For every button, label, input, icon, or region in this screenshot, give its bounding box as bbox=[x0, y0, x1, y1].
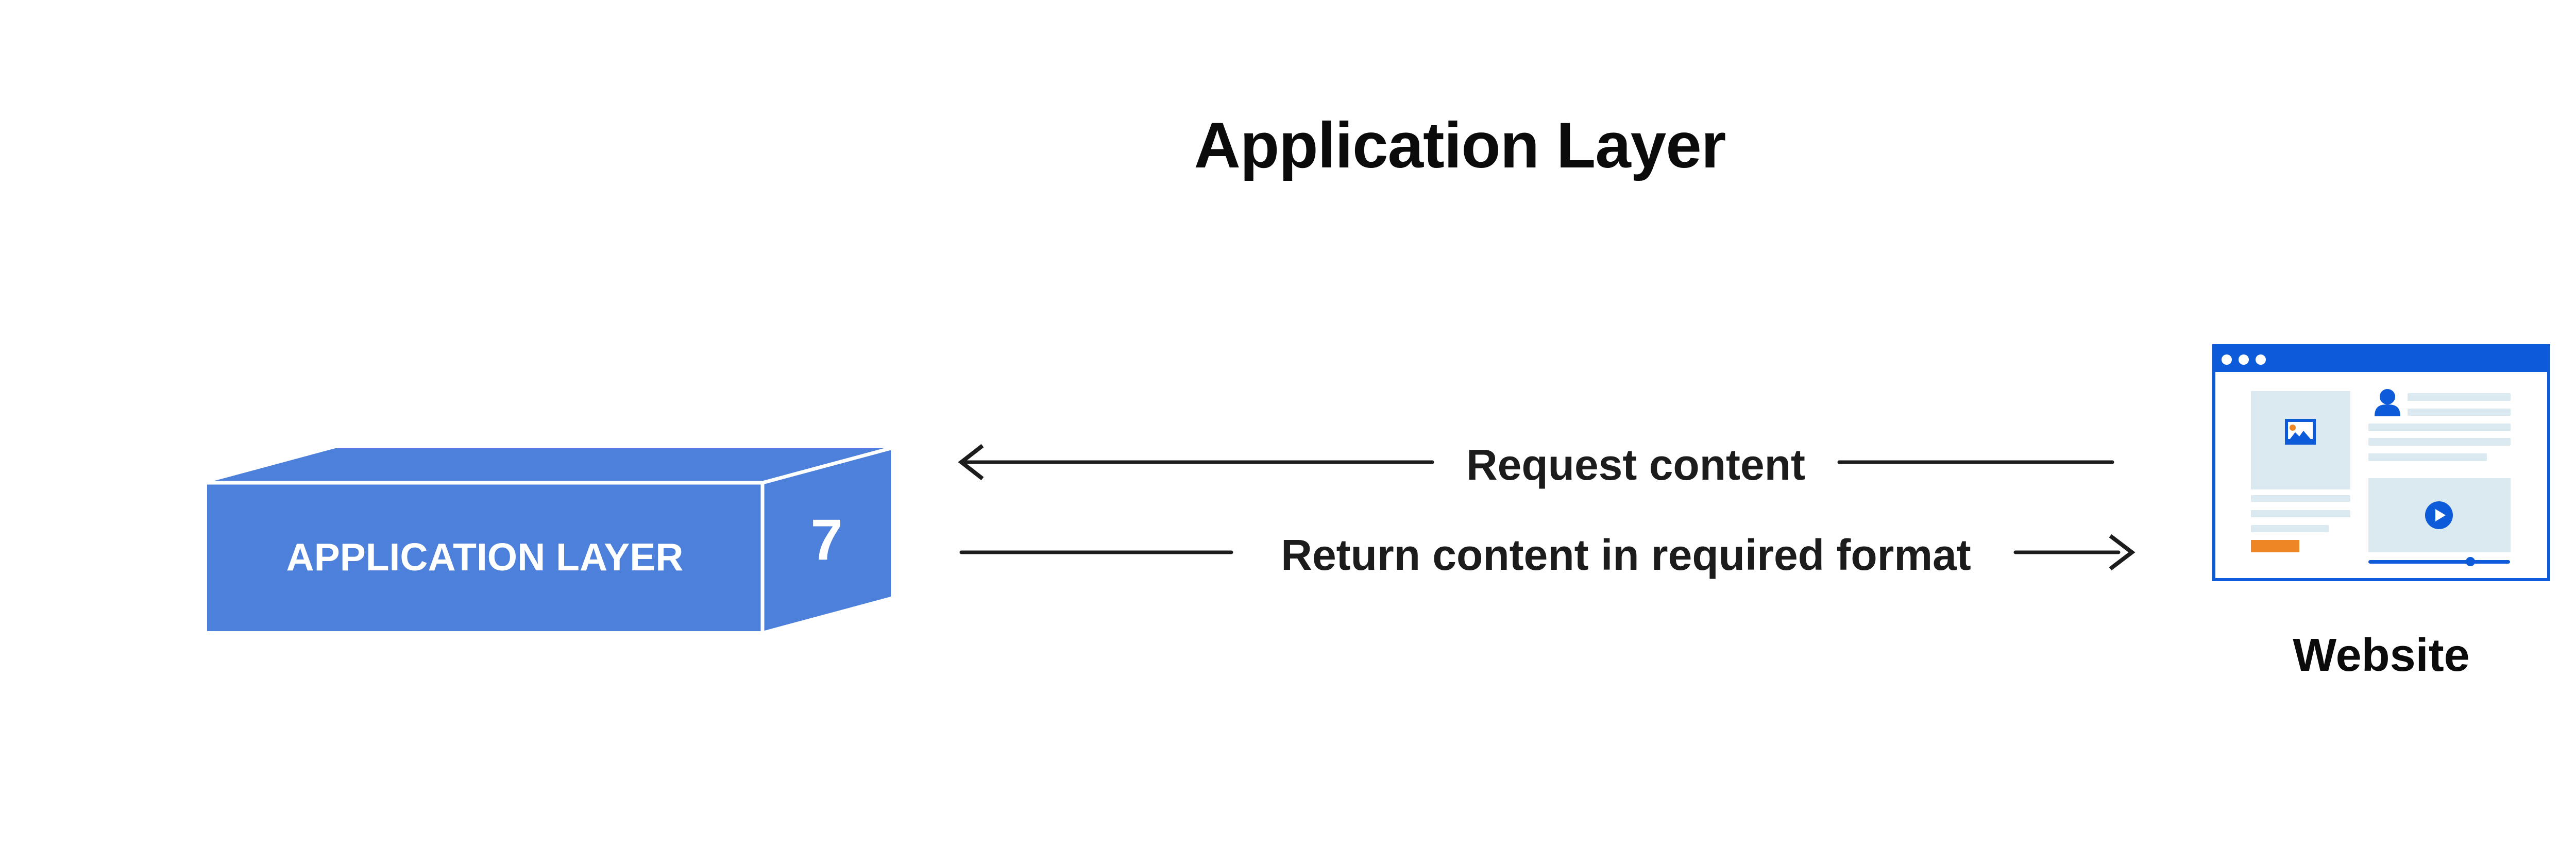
osi-layer-number: 7 bbox=[810, 507, 843, 572]
osi-box-label: APPLICATION LAYER bbox=[286, 535, 684, 579]
osi-layer-box-3d bbox=[207, 446, 891, 631]
website-browser-icon bbox=[2212, 344, 2550, 581]
text-line-placeholder bbox=[2251, 495, 2350, 502]
text-line-placeholder bbox=[2251, 510, 2350, 517]
box-front-face bbox=[207, 483, 762, 631]
text-line-placeholder bbox=[2368, 424, 2511, 431]
video-progress-bar bbox=[2368, 560, 2510, 564]
text-line-placeholder bbox=[2368, 438, 2511, 446]
request-flow-label: Request content bbox=[1466, 441, 1806, 489]
text-line-placeholder bbox=[2368, 453, 2487, 461]
image-placeholder-icon bbox=[2285, 419, 2316, 445]
person-icon bbox=[2371, 386, 2403, 417]
request-arrow bbox=[958, 444, 2114, 481]
return-arrow bbox=[959, 534, 2136, 571]
website-label: Website bbox=[2293, 630, 2470, 681]
text-line-placeholder bbox=[2408, 409, 2511, 416]
video-progress-knob bbox=[2466, 557, 2475, 566]
box-right-face bbox=[762, 448, 891, 631]
text-line-placeholder bbox=[2408, 393, 2511, 401]
play-icon bbox=[2425, 501, 2453, 529]
box-top-face bbox=[207, 448, 891, 483]
return-arrowhead-right-icon bbox=[2109, 534, 2136, 571]
box-edge-highlight bbox=[207, 446, 891, 631]
window-dot-icon bbox=[2222, 354, 2232, 365]
browser-title-bar bbox=[2215, 347, 2547, 372]
window-dot-icon bbox=[2256, 354, 2266, 365]
text-line-placeholder bbox=[2251, 525, 2329, 532]
return-flow-label: Return content in required format bbox=[1281, 531, 1971, 579]
page-title: Application Layer bbox=[1194, 110, 1726, 181]
request-arrowhead-left-icon bbox=[958, 444, 984, 481]
window-dot-icon bbox=[2239, 354, 2249, 365]
cta-button-placeholder bbox=[2251, 540, 2299, 552]
